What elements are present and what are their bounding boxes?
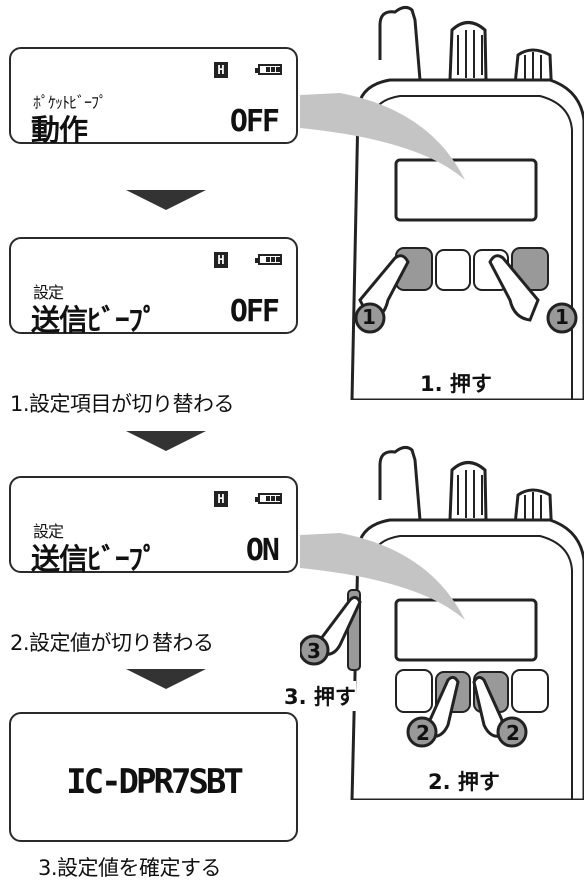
radio-illustration-top xyxy=(300,5,584,400)
press-label-1: 1. 押す xyxy=(420,372,492,396)
lcd-menu-label: 設定 xyxy=(33,522,64,541)
high-power-indicator: H xyxy=(214,252,228,268)
lcd-item-label: 送信ﾋﾞｰﾌﾟ xyxy=(31,542,158,576)
down-arrow-1 xyxy=(126,190,206,210)
lcd-value: OFF xyxy=(229,294,280,329)
lcd-menu-label: ﾎﾟｹｯﾄﾋﾞｰﾌﾟ xyxy=(33,93,107,112)
down-arrow-2 xyxy=(126,431,206,451)
battery-icon xyxy=(255,493,282,504)
high-power-indicator: H xyxy=(214,491,228,507)
badge-3-side: 3 xyxy=(307,639,321,663)
lcd-value: ON xyxy=(245,533,280,568)
battery-icon xyxy=(255,254,282,265)
battery-icon xyxy=(255,64,282,75)
badge-2-right: 2 xyxy=(506,721,520,745)
press-label-3: 3. 押す xyxy=(284,681,356,711)
lcd-item-label: 送信ﾋﾞｰﾌﾟ xyxy=(31,303,158,337)
press-label-2: 2. 押す xyxy=(428,770,500,794)
lcd-menu-label: 設定 xyxy=(33,283,64,302)
lcd-model-name: IC-DPR7SBT xyxy=(66,762,244,802)
caption-step-3: 3.設定値を確定する xyxy=(38,856,222,880)
lcd-screen-4: IC-DPR7SBT xyxy=(9,712,298,842)
badge-1-right: 1 xyxy=(555,305,569,329)
high-power-indicator: H xyxy=(214,62,228,78)
lcd-screen-2: H 設定 送信ﾋﾞｰﾌﾟ OFF xyxy=(9,237,298,337)
down-arrow-3 xyxy=(126,669,206,689)
badge-1-left: 1 xyxy=(362,305,376,329)
radio-illustration-bottom xyxy=(300,445,584,800)
badge-2-left: 2 xyxy=(416,721,430,745)
lcd-item-label: 動作 xyxy=(31,113,88,147)
lcd-screen-1: H ﾎﾟｹｯﾄﾋﾞｰﾌﾟ 動作 OFF xyxy=(9,47,298,147)
caption-step-1: 1.設定項目が切り替わる xyxy=(10,392,235,416)
lcd-screen-3: H 設定 送信ﾋﾞｰﾌﾟ ON xyxy=(9,476,298,576)
lcd-value: OFF xyxy=(229,104,280,139)
caption-step-2: 2.設定値が切り替わる xyxy=(10,631,214,655)
